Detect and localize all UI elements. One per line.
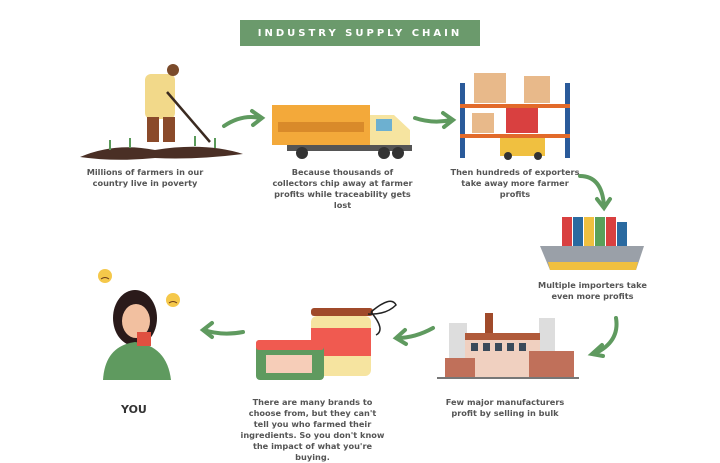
warehouse-illustration: [460, 73, 570, 160]
factory-illustration: [437, 313, 579, 379]
truck-illustration: [272, 105, 412, 159]
brands-caption: There are many brands to choose from, bu…: [240, 397, 385, 462]
jars-illustration: [256, 300, 397, 380]
page-title: INDUSTRY SUPPLY CHAIN: [240, 20, 480, 46]
arrow-right-icon: [413, 111, 457, 129]
person-illustration: [98, 269, 180, 380]
farmers-caption: Millions of farmers in our country live …: [86, 167, 204, 188]
arrow-left-icon: [199, 321, 245, 339]
exporters-caption: Then hundreds of exporters take away mor…: [450, 167, 580, 199]
arrow-right-icon: [222, 109, 266, 128]
farmer-illustration: [80, 64, 243, 160]
you-label: YOU: [121, 403, 147, 416]
ship-illustration: [540, 217, 644, 270]
collectors-caption: Because thousands of collectors chip awa…: [272, 167, 413, 210]
arrow-left-icon: [392, 326, 435, 346]
arrow-down-icon: [578, 174, 612, 212]
arrow-down-left-icon: [587, 316, 619, 358]
manufacturers-caption: Few major manufacturers profit by sellin…: [445, 397, 565, 418]
importers-caption: Multiple importers take even more profit…: [538, 280, 647, 301]
